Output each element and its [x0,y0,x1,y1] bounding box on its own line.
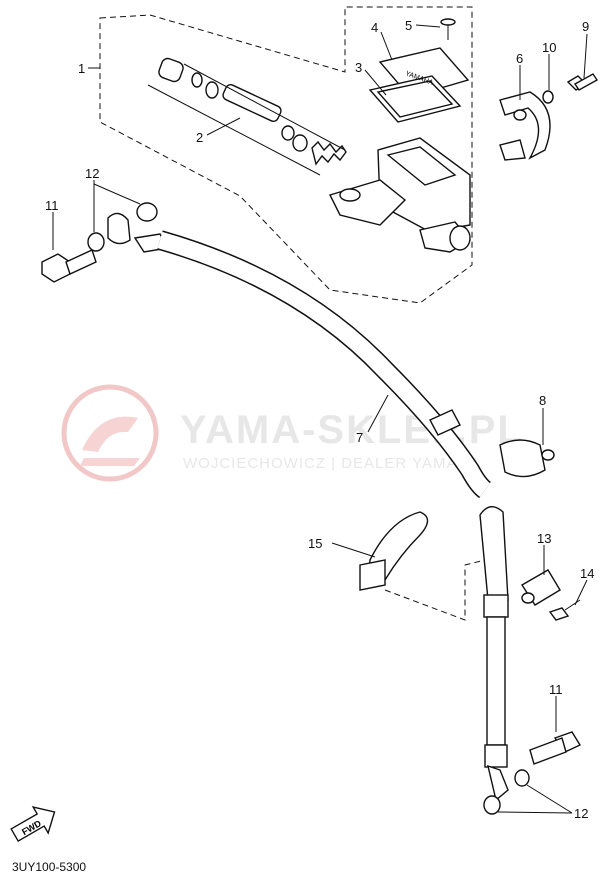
sealing-washer [514,769,530,787]
callout-15: 15 [308,536,322,551]
callout-7: 7 [356,430,363,445]
callout-14: 14 [580,566,594,581]
callout-12-lower: 12 [574,806,588,821]
callout-2: 2 [196,130,203,145]
master-cylinder-body [329,137,472,253]
callout-4: 4 [371,20,378,35]
watermark-logo [61,384,159,482]
callout-12: 12 [85,166,99,181]
brake-hose [133,230,492,499]
callout-5: 5 [405,18,412,33]
clamp-bolt [566,73,599,91]
brake-hose-lower [479,506,509,802]
sealing-washer [483,795,501,815]
banjo-fitting [107,212,131,245]
hose-guide [499,439,555,478]
callout-8: 8 [539,393,546,408]
callout-11-lower: 11 [549,682,563,697]
watermark-subtitle: WOJCIECHOWICZ | DEALER YAMAHA [183,455,480,472]
hose-clamp [521,569,561,606]
callout-1: 1 [78,61,85,76]
callout-11: 11 [45,198,59,213]
diagram-code: 3UY100-5300 [12,860,87,874]
callout-10: 10 [542,40,556,55]
assembly-boundary [99,6,473,304]
fwd-arrow-icon: FWD [10,805,56,843]
watermark-title: YAMA-SKLEP.PL [180,408,524,452]
washer [542,90,554,104]
clamp-screw [548,599,581,621]
callout-6: 6 [516,51,523,66]
piston-kit [147,57,347,176]
callout-9: 9 [582,19,589,34]
sealing-washer [136,202,158,222]
reservoir-cap: YAMAHA [368,47,470,123]
callout-3: 3 [355,60,362,75]
banjo-bolt-top [41,249,97,283]
leader-dashed [384,559,486,621]
cap-screw [440,18,456,40]
sealing-washer [87,232,105,252]
clamp-bracket [499,91,551,161]
banjo-bolt-bottom [529,731,582,765]
hose-bracket [359,511,429,591]
callout-13: 13 [537,531,551,546]
leader-lines [52,24,588,814]
